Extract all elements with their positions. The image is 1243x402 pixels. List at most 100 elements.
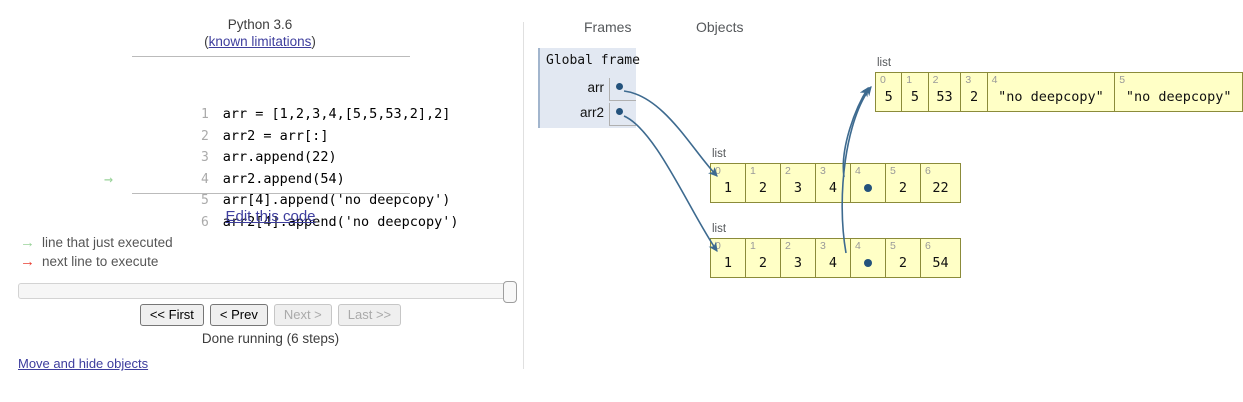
object-type-label-arr2: list: [712, 223, 727, 235]
execution-arrow-5: [104, 147, 130, 169]
global-frame: Global frame arr arr2: [538, 48, 640, 128]
code-line-5[interactable]: 5 arr[4].append('no deepcopy'): [132, 147, 450, 208]
index-cell: 1: [745, 163, 781, 177]
value-cell-pointer: [850, 252, 886, 278]
execution-arrow-6: →: [104, 169, 114, 188]
code-text-5: arr[4].append('no deepcopy'): [222, 192, 451, 208]
list-index-row-arr2: 0 1 2 3 4 5 6: [711, 238, 961, 252]
value-cell: 2: [885, 177, 921, 203]
arrow-arr-to-list: [623, 90, 718, 177]
value-cell: 53: [927, 86, 961, 112]
arrow-arr2-to-list: [623, 115, 718, 253]
value-cell: 22: [920, 177, 961, 203]
variable-name-arr: arr: [587, 80, 605, 95]
value-cell: 3: [780, 177, 816, 203]
execution-slider-handle[interactable]: [503, 281, 517, 303]
list-table-arr2: 0 1 2 3 4 5 6 1 2 3 4 2 54: [710, 238, 961, 278]
value-cell: 4: [815, 252, 851, 278]
variable-value-arr2: [609, 103, 636, 126]
index-cell: 5: [885, 163, 921, 177]
value-cell: 54: [920, 252, 961, 278]
code-text-2: arr2 = arr[:]: [222, 127, 329, 144]
next-button[interactable]: Next >: [273, 304, 332, 326]
list-index-row-arr: 0 1 2 3 4 5 6: [711, 163, 961, 177]
object-type-label-inner: list: [877, 57, 892, 69]
code-text-3: arr.append(22): [222, 149, 337, 165]
code-text-1: arr = [1,2,3,4,[5,5,53,2],2]: [222, 106, 451, 122]
index-cell: 5: [885, 238, 921, 252]
value-cell: 1: [723, 180, 733, 196]
execution-arrow-1: [104, 61, 130, 83]
first-button[interactable]: << First: [139, 304, 204, 326]
index-cell: 0: [715, 240, 721, 252]
value-cell: 5: [901, 86, 929, 112]
edit-this-code-link[interactable]: Edit this code: [225, 208, 316, 225]
value-cell: "no deepcopy": [1114, 86, 1243, 112]
frames-header: Frames: [584, 19, 632, 35]
index-cell: 4: [850, 163, 886, 177]
global-frame-title: Global frame: [546, 53, 640, 68]
index-cell: 3: [815, 238, 851, 252]
value-cell: 1: [723, 255, 733, 271]
list-value-row-inner: 5 5 53 2 "no deepcopy" "no deepcopy": [876, 86, 1243, 112]
legend-row-next-line: → next line to execute: [20, 252, 173, 271]
pane-divider: [523, 22, 524, 369]
execution-arrow-4: [104, 126, 130, 148]
objects-header: Objects: [696, 19, 744, 35]
legend-label-next-line: next line to execute: [42, 254, 159, 269]
index-cell: 2: [927, 72, 961, 86]
value-cell: 2: [745, 177, 781, 203]
variable-row-arr: arr: [540, 78, 636, 102]
pointer-dot-arr2: [616, 108, 623, 115]
edit-this-code-container: Edit this code: [0, 208, 541, 225]
pointer-dot-arr: [616, 83, 623, 90]
green-arrow-icon: →: [20, 234, 35, 251]
index-cell: 6: [920, 163, 961, 177]
value-cell: 2: [745, 252, 781, 278]
variable-name-arr2: arr2: [579, 105, 604, 120]
object-list-inner: list 0 1 2 3 4 5 5 5 53 2 "no deepcopy" …: [875, 57, 1243, 112]
visualization-pane: Frames Objects Global frame arr arr2 lis…: [524, 0, 1243, 402]
execution-arrow-2: [104, 83, 130, 105]
object-list-arr: list 0 1 2 3 4 5 6 1 2 3 4 2 22: [710, 148, 961, 203]
index-cell: 1: [901, 72, 929, 86]
pointer-dot-arr2-elem4: [864, 258, 872, 267]
index-cell: 6: [920, 238, 961, 252]
variable-value-arr: [609, 78, 636, 101]
list-value-row-arr2: 1 2 3 4 2 54: [711, 252, 961, 278]
execution-legend: → line that just executed → next line to e…: [20, 233, 173, 271]
index-cell: 0: [880, 74, 886, 86]
execution-arrow-3: [104, 104, 130, 126]
value-cell: 2: [960, 86, 988, 112]
index-cell: 1: [745, 238, 781, 252]
move-and-hide-objects-link[interactable]: Move and hide objects: [18, 356, 149, 371]
code-line-2[interactable]: 2 arr2 = arr[:]: [132, 83, 410, 144]
line-number-2: 2: [200, 128, 209, 144]
legend-label-just-executed: line that just executed: [42, 235, 173, 250]
line-number-5: 5: [200, 193, 209, 208]
list-table-inner: 0 1 2 3 4 5 5 5 53 2 "no deepcopy" "no d…: [875, 72, 1243, 112]
index-cell: 4: [986, 72, 1115, 86]
code-text-6: arr2[4].append('no deepcopy'): [222, 213, 459, 230]
value-cell: "no deepcopy": [986, 86, 1115, 112]
prev-button[interactable]: < Prev: [209, 304, 268, 326]
last-button[interactable]: Last >>: [337, 304, 402, 326]
index-cell: 2: [780, 238, 816, 252]
index-cell: 0: [715, 165, 721, 177]
list-value-row-arr: 1 2 3 4 2 22: [711, 177, 961, 203]
index-cell: 3: [815, 163, 851, 177]
execution-slider[interactable]: [18, 281, 517, 303]
known-limitations-link[interactable]: known limitations: [208, 34, 312, 49]
object-list-arr2: list 0 1 2 3 4 5 6 1 2 3 4 2 54: [710, 223, 961, 278]
value-cell: 3: [780, 252, 816, 278]
index-cell: 5: [1114, 72, 1243, 86]
red-arrow-icon: →: [20, 253, 35, 270]
code-text-4: arr2.append(54): [222, 170, 345, 187]
